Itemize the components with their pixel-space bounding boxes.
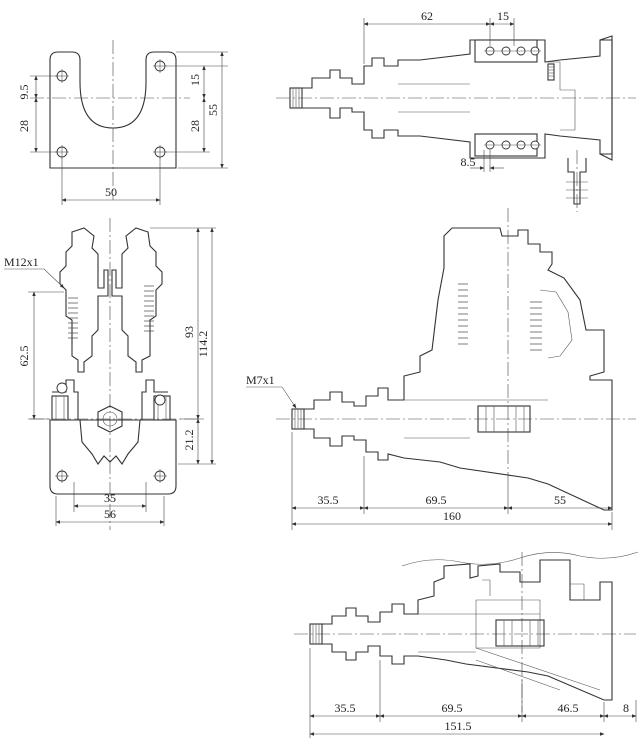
dim-93: 93 — [182, 326, 196, 338]
front-hex-nut — [97, 405, 123, 433]
dim-15-top: 15 — [497, 9, 509, 23]
label-m12x1: M12x1 — [4, 255, 39, 269]
dim-21-2: 21.2 — [182, 430, 196, 451]
dim-55-side: 55 — [554, 493, 566, 507]
front-fins-right — [144, 285, 154, 332]
dim-56: 56 — [104, 507, 116, 521]
dim-28-left: 28 — [17, 120, 31, 132]
dim-50: 50 — [105, 185, 117, 199]
front-fins-left — [68, 297, 78, 339]
side-bracket — [477, 405, 531, 433]
front-right-arm — [111, 227, 163, 373]
dim-35-5-low: 35.5 — [335, 701, 356, 715]
dim-69-5-side: 69.5 — [426, 493, 447, 507]
dim-35: 35 — [104, 491, 116, 505]
dim-69-5-low: 69.5 — [442, 701, 463, 715]
section-body — [322, 559, 613, 701]
dim-46-5: 46.5 — [558, 701, 579, 715]
top-view: 62 15 8.5 — [276, 9, 636, 212]
dim-35-5-side: 35.5 — [318, 493, 339, 507]
dim-114-2: 114.2 — [196, 331, 210, 358]
dim-28-right: 28 — [188, 120, 202, 132]
side-body — [304, 227, 613, 511]
front-view: M12x1 62.5 93 114.2 21.2 35 56 — [4, 218, 216, 530]
bracket-view: 9.5 28 15 28 55 50 — [17, 40, 228, 205]
dim-8: 8 — [623, 701, 629, 715]
side-view: M7x1 35.5 69.5 55 160 — [246, 208, 636, 530]
dim-160: 160 — [443, 509, 461, 523]
dim-9-5: 9.5 — [17, 85, 31, 100]
bracket-outline — [49, 51, 177, 169]
label-m7x1: M7x1 — [246, 373, 275, 387]
top-bolts — [484, 46, 541, 150]
dim-151-5: 151.5 — [445, 719, 472, 733]
front-base-plate — [49, 419, 177, 495]
section-bracket — [495, 619, 545, 647]
front-left-arm — [59, 227, 109, 373]
dim-62-5: 62.5 — [17, 346, 31, 367]
break-line — [401, 551, 639, 567]
dim-8-5: 8.5 — [461, 155, 476, 169]
dim-15-right: 15 — [188, 74, 202, 86]
side-fins — [458, 283, 542, 351]
dim-62: 62 — [421, 9, 433, 23]
dim-55: 55 — [206, 104, 220, 116]
section-view: 35.5 69.5 46.5 8 151.5 — [294, 551, 639, 738]
